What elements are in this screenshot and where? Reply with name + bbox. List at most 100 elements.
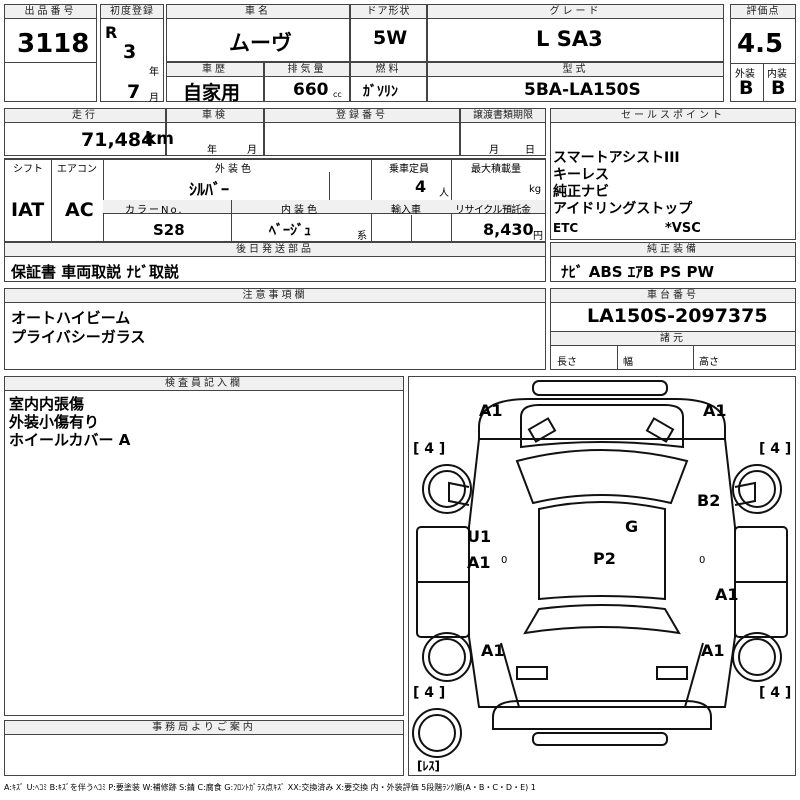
inspector-box: 検査員記入欄 室内内張傷 外装小傷有り ホイールカバー A <box>4 376 404 716</box>
history-value: 自家用 <box>183 82 241 104</box>
zero-left: 0 <box>501 555 508 566</box>
int-color-suffix: 系 <box>357 231 367 242</box>
mileage-label: 走行 <box>5 109 165 123</box>
model-label: 型式 <box>428 63 723 77</box>
sales-points-box: セールスポイント スマートアシストIII キーレス 純正ナビ アイドリングストッ… <box>550 108 796 240</box>
tire-spare: [ﾚｽ] <box>417 759 440 773</box>
sales-points-label: セールスポイント <box>551 109 795 123</box>
inspection-box: 車検 年 月 <box>166 108 264 156</box>
color-no-label: カラーNo. <box>125 205 184 216</box>
ext-color-label: 外装色 <box>215 164 254 175</box>
mark-front-left: A1 <box>479 401 503 420</box>
recycle-value: 8,430 <box>483 220 534 239</box>
chassis-label: 車台番号 <box>551 289 795 303</box>
mark-right-door: A1 <box>715 585 739 604</box>
mark-rear-right: A1 <box>701 641 725 660</box>
sales-point-3: 純正ナビ <box>553 184 609 200</box>
tire-rl: [ 4 ] <box>413 685 446 701</box>
import-label: 輸入車 <box>391 205 421 216</box>
grade-box: グレード L SA3 <box>427 4 724 62</box>
int-score: B <box>771 77 786 99</box>
load-label: 最大積載量 <box>471 164 521 175</box>
chassis-box: 車台番号 LA150S-2097375 諸元 長さ 幅 高さ <box>550 288 796 370</box>
displacement-label: 排気量 <box>265 63 349 77</box>
reg-no-label: 登録番号 <box>265 109 459 123</box>
office-box: 事務局よりご案内 <box>4 720 404 776</box>
sales-point-4: アイドリングストップ <box>553 201 693 217</box>
int-color-value: ﾍﾞｰｼﾞｭ <box>269 223 311 239</box>
inspection-label: 車検 <box>167 109 263 123</box>
history-box: 車歴 自家用 <box>166 62 264 104</box>
fuel-value: ｶﾞｿﾘﾝ <box>363 84 398 100</box>
genuine-label: 純正装備 <box>551 243 795 257</box>
transfer-month-unit: 月 <box>489 145 499 156</box>
sales-point-1: スマートアシストIII <box>553 150 680 166</box>
displacement-value: 660 <box>293 80 329 100</box>
inspection-year-unit: 年 <box>207 145 217 156</box>
inspector-line-3: ホイールカバー A <box>9 431 131 449</box>
later-parts-box: 後日発送部品 保証書 車両取説 ﾅﾋﾞ取説 <box>4 242 546 282</box>
year-unit: 年 <box>149 67 159 78</box>
inspection-month-unit: 月 <box>247 145 257 156</box>
lot-number: 3118 <box>17 29 90 59</box>
tire-fr: [ 4 ] <box>759 441 792 457</box>
door-label: ドア形状 <box>351 5 426 19</box>
score-box: 評価点 4.5 外装 内装 B B <box>730 4 796 102</box>
fuel-box: 燃料 ｶﾞｿﾘﾝ <box>350 62 427 102</box>
mark-rear-left: A1 <box>481 641 505 660</box>
door-box: ドア形状 5W <box>350 4 427 62</box>
dims-label: 諸元 <box>551 331 795 346</box>
displacement-unit: cc <box>333 90 342 99</box>
mark-center: P2 <box>593 549 616 568</box>
office-label: 事務局よりご案内 <box>5 721 403 735</box>
later-parts-value: 保証書 車両取説 ﾅﾋﾞ取説 <box>11 263 179 281</box>
color-no-value: S28 <box>153 221 185 239</box>
first-reg-box: 初度登録 R 3 年 7 月 <box>100 4 164 104</box>
notes-line-1: オートハイビーム <box>11 309 131 327</box>
notes-label: 注意事項欄 <box>5 289 545 303</box>
car-name-value: ムーヴ <box>229 31 292 55</box>
transfer-day-unit: 日 <box>525 145 535 156</box>
inspector-label: 検査員記入欄 <box>5 377 403 391</box>
mark-roof: G <box>625 517 639 536</box>
notes-line-2: プライバシーガラス <box>11 328 146 346</box>
notes-box: 注意事項欄 オートハイビーム プライバシーガラス <box>4 288 546 370</box>
reg-no-box: 登録番号 <box>264 108 460 156</box>
fuel-label: 燃料 <box>351 63 426 77</box>
mark-left-a: A1 <box>467 553 491 572</box>
genuine-box: 純正装備 ﾅﾋﾞ ABS ｴｱB PS PW <box>550 242 796 282</box>
ext-color-value: ｼﾙﾊﾞｰ <box>189 180 230 199</box>
month-unit: 月 <box>149 93 159 104</box>
capacity-unit: 人 <box>439 188 449 199</box>
mark-b-pillar: B2 <box>697 491 721 510</box>
first-reg-month: 7 <box>127 81 141 103</box>
dims-length: 長さ <box>557 357 577 368</box>
first-reg-label: 初度登録 <box>101 5 163 19</box>
genuine-value: ﾅﾋﾞ ABS ｴｱB PS PW <box>561 263 715 281</box>
recycle-label: リサイクル預託金 <box>455 205 531 216</box>
tire-fl: [ 4 ] <box>413 441 446 457</box>
model-value: 5BA-LA150S <box>524 80 641 100</box>
dims-width: 幅 <box>623 357 633 368</box>
lot-label: 出品番号 <box>5 5 96 19</box>
later-parts-label: 後日発送部品 <box>5 243 545 257</box>
zero-right: 0 <box>699 555 706 566</box>
history-label: 車歴 <box>167 63 263 77</box>
grade-value: L SA3 <box>536 27 603 51</box>
capacity-label: 乗車定員 <box>389 164 429 175</box>
int-color-label: 内装色 <box>281 205 320 216</box>
shift-label: シフト <box>13 164 43 175</box>
shift-value: IAT <box>11 199 45 221</box>
ext-score: B <box>739 77 754 99</box>
sales-point-vsc: *VSC <box>665 221 701 236</box>
mark-front-right: A1 <box>703 401 727 420</box>
model-box: 型式 5BA-LA150S <box>427 62 724 102</box>
door-value: 5W <box>373 27 408 49</box>
dims-height: 高さ <box>699 357 719 368</box>
tire-rr: [ 4 ] <box>759 685 792 701</box>
damage-diagram: A1 A1 G B2 U1 A1 P2 A1 A1 A1 0 0 [ 4 ] [… <box>408 376 796 776</box>
inspector-line-2: 外装小傷有り <box>9 413 100 431</box>
score-value: 4.5 <box>737 29 784 59</box>
car-outline <box>412 380 788 758</box>
first-reg-era: R <box>105 23 118 42</box>
